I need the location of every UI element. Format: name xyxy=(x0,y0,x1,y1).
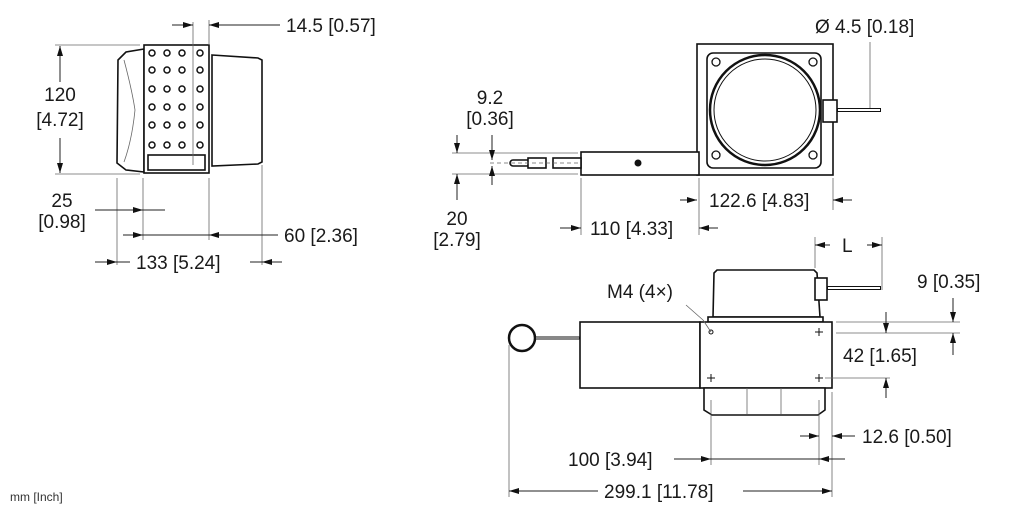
dim-housing-width: 122.6 [4.83] xyxy=(709,191,809,212)
units-note: mm [Inch] xyxy=(10,490,63,504)
dim-hole-offset-top: 9 [0.35] xyxy=(917,272,980,293)
plate-hole xyxy=(148,66,156,74)
plate-hole xyxy=(148,103,156,111)
side-left-housing xyxy=(116,48,145,173)
dim-hole-offset-right: 12.6 [0.50] xyxy=(862,427,952,448)
dim-cable-length: L xyxy=(842,236,853,257)
top-view: Ø 4.5 [0.18] 9.2 [0.36] 20 [2.79] 122.6 … xyxy=(433,17,914,251)
dim-right-part: 60 [2.36] xyxy=(284,226,358,247)
plate-hole xyxy=(163,141,171,149)
dim-height-mm: 120 xyxy=(44,85,76,106)
side-plate-holes xyxy=(148,49,204,149)
cable-diameter: Ø 4.5 [0.18] xyxy=(815,17,914,38)
dim-tube-length: 110 [4.33] xyxy=(590,219,673,240)
plate-hole xyxy=(148,49,156,57)
dim-total-length: 299.1 [11.78] xyxy=(604,482,714,503)
plate-hole xyxy=(196,103,204,111)
dim-left-part-mm: 25 xyxy=(51,191,72,212)
plate-hole xyxy=(196,121,204,129)
front-top-cover xyxy=(712,269,821,318)
front-cable-gland xyxy=(814,277,828,301)
side-wire-slot xyxy=(147,154,206,171)
wire-ring xyxy=(507,323,537,353)
plate-hole xyxy=(163,66,171,74)
dim-tube-height-inch: [2.79] xyxy=(433,230,481,251)
dim-tube-height-mm: 20 xyxy=(446,209,467,230)
plate-hole xyxy=(178,141,186,149)
dim-hole-spacing-horizontal: 100 [3.94] xyxy=(568,450,653,471)
plate-hole xyxy=(196,66,204,74)
top-drum xyxy=(708,53,822,167)
dim-hole-spacing-vertical: 42 [1.65] xyxy=(843,346,917,367)
plate-hole xyxy=(196,85,204,93)
dim-height-inch: [4.72] xyxy=(36,110,84,131)
plate-hole xyxy=(178,85,186,93)
front-wire-tube xyxy=(579,321,701,389)
dim-wire-height-inch: [0.36] xyxy=(466,109,514,130)
dim-left-part-inch: [0.98] xyxy=(38,212,86,233)
plate-hole xyxy=(163,85,171,93)
front-flange xyxy=(703,387,826,416)
plate-hole xyxy=(148,141,156,149)
dim-wire-height-mm: 9.2 xyxy=(477,88,503,109)
side-view: 120 [4.72] 14.5 [0.57] 25 [0.98] 60 [2.3… xyxy=(36,16,376,274)
side-right-housing xyxy=(211,54,263,167)
mount-thread: M4 (4×) xyxy=(607,282,673,303)
top-screws xyxy=(711,57,818,160)
plate-hole xyxy=(163,121,171,129)
front-housing xyxy=(699,321,833,389)
front-view: M4 (4×) L 9 [0.35] 42 [1.65] 12.6 [0.50]… xyxy=(507,236,980,503)
plate-hole xyxy=(178,103,186,111)
plate-hole xyxy=(148,85,156,93)
wire-clip xyxy=(490,157,582,169)
plate-hole xyxy=(196,141,204,149)
plate-hole xyxy=(196,49,204,57)
plate-hole xyxy=(163,103,171,111)
plate-hole xyxy=(178,66,186,74)
dim-pin-offset: 14.5 [0.57] xyxy=(286,16,376,37)
plate-hole xyxy=(178,49,186,57)
plate-hole xyxy=(163,49,171,57)
dim-total-width: 133 [5.24] xyxy=(136,253,221,274)
plate-hole xyxy=(178,121,186,129)
cable-gland xyxy=(822,99,838,123)
plate-hole xyxy=(148,121,156,129)
